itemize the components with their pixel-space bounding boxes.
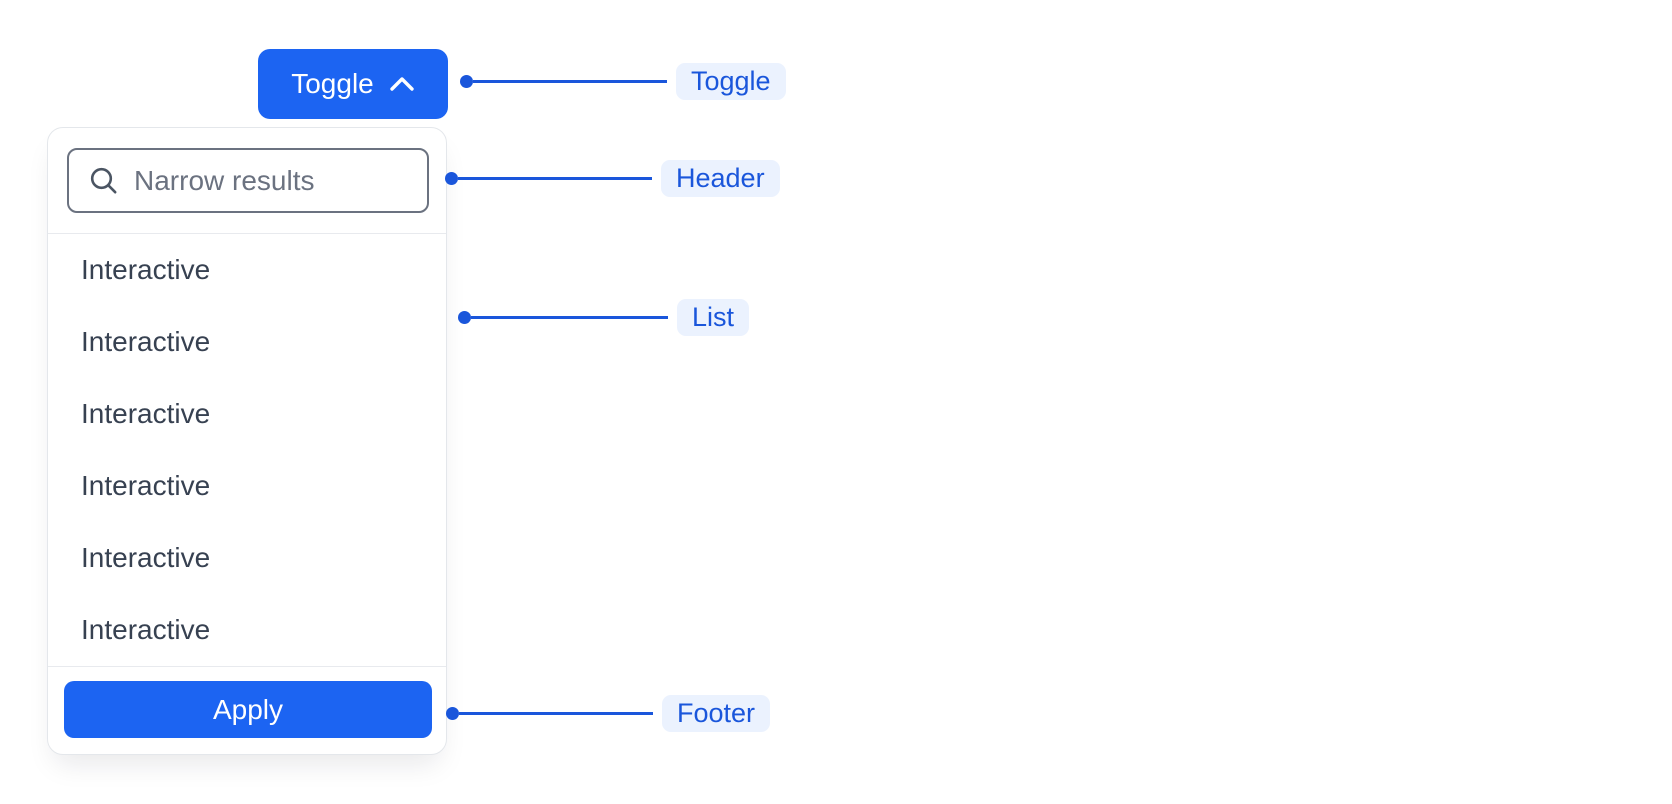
annotation-label-list: List (677, 298, 750, 336)
annotation-dot (458, 310, 471, 324)
annotation-footer: Footer (446, 694, 771, 732)
annotation-label-footer: Footer (662, 694, 771, 732)
chevron-up-icon (389, 76, 415, 92)
list-item[interactable]: Interactive (48, 234, 446, 306)
search-input[interactable] (134, 164, 411, 197)
search-box (67, 148, 429, 213)
annotation-label-header: Header (661, 159, 780, 197)
annotation-connector-line (459, 711, 653, 715)
dropdown-footer: Apply (48, 666, 446, 754)
annotation-connector-line (473, 79, 667, 83)
annotation-connector-line (458, 176, 652, 180)
list-item[interactable]: Interactive (48, 594, 446, 666)
annotation-label-toggle: Toggle (676, 62, 786, 100)
toggle-button-label: Toggle (291, 68, 374, 99)
dropdown-header (48, 128, 446, 234)
annotation-header: Header (445, 159, 780, 197)
annotation-dot (460, 74, 473, 88)
list-item[interactable]: Interactive (48, 306, 446, 378)
annotation-list: List (458, 298, 750, 336)
list-item[interactable]: Interactive (48, 378, 446, 450)
search-icon (88, 165, 120, 197)
toggle-button[interactable]: Toggle (258, 49, 448, 119)
annotation-dot (446, 706, 459, 720)
list-item[interactable]: Interactive (48, 522, 446, 594)
apply-button[interactable]: Apply (64, 681, 432, 738)
list-item[interactable]: Interactive (48, 450, 446, 522)
annotation-connector-line (471, 315, 668, 319)
annotation-toggle: Toggle (460, 62, 786, 100)
dropdown-panel: Interactive Interactive Interactive Inte… (47, 127, 447, 755)
dropdown-list: Interactive Interactive Interactive Inte… (48, 234, 446, 666)
annotation-dot (445, 171, 458, 185)
